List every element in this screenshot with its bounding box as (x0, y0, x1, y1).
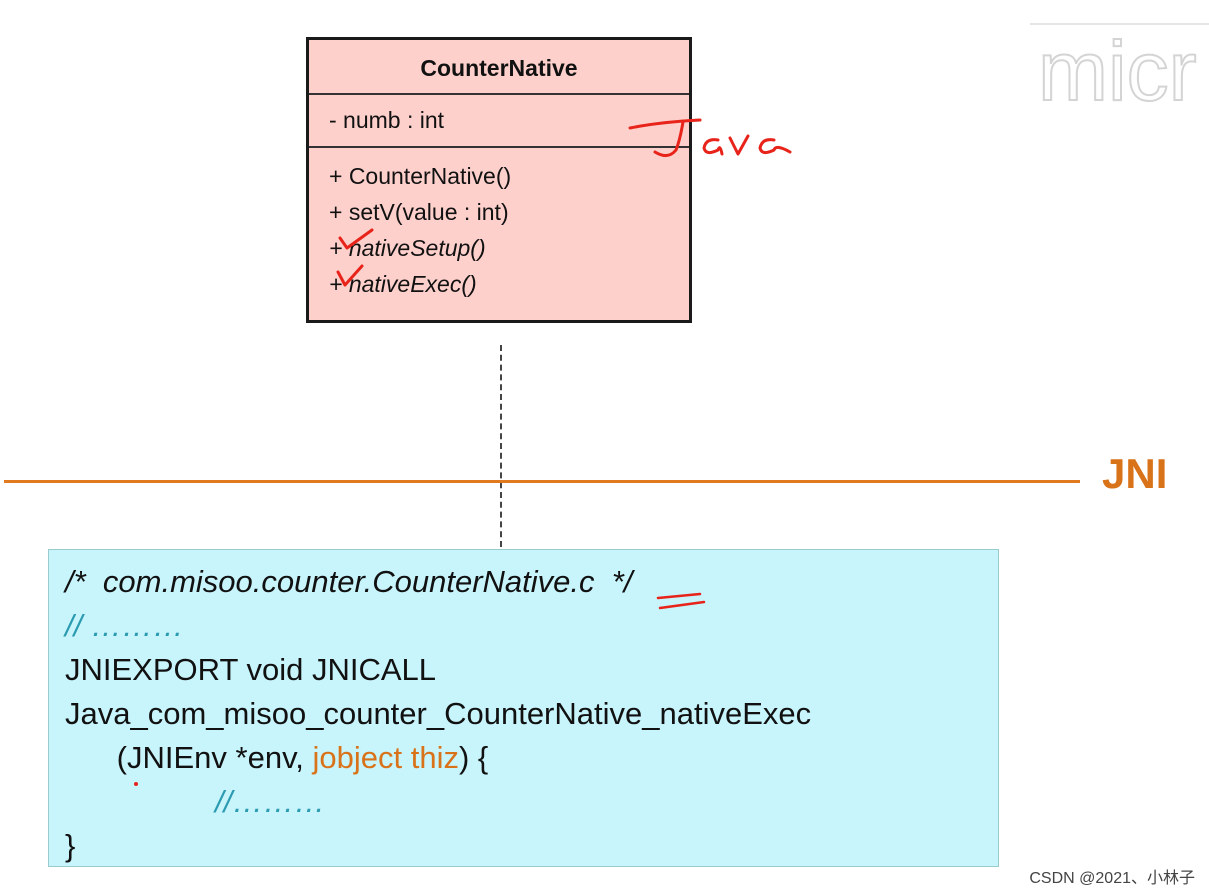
dependency-dotted-line (500, 345, 502, 547)
uml-class-box: CounterNative - numb : int + CounterNati… (306, 37, 692, 323)
class-attributes: - numb : int (309, 95, 689, 148)
code-close-brace: } (65, 828, 76, 863)
class-name: CounterNative (309, 40, 689, 95)
code-params-jobject: jobject thiz (312, 740, 459, 775)
operation-setv: + setV(value : int) (329, 199, 509, 225)
code-file-comment: /* com.misoo.counter.CounterNative.c */ (65, 564, 633, 599)
operation-constructor: + CounterNative() (329, 163, 512, 189)
watermark-logo: micr (1030, 22, 1209, 112)
code-body-comment: //……… (215, 784, 326, 819)
code-ellipsis-comment: // ……… (65, 608, 184, 643)
code-function-name: Java_com_misoo_counter_CounterNative_nat… (65, 696, 812, 731)
credit-text: CSDN @2021、小林子 (1029, 870, 1195, 887)
operation-native-setup: + nativeSetup() (329, 235, 486, 261)
code-params: (JNIEnv *env, jobject thiz) { (65, 736, 998, 780)
watermark-text: micr (1038, 24, 1197, 112)
code-params-prefix: (JNIEnv *env, (65, 740, 313, 775)
class-operations: + CounterNative() + setV(value : int) + … (309, 148, 689, 302)
native-code-box: /* com.misoo.counter.CounterNative.c */ … (48, 549, 999, 867)
code-params-suffix: ) { (458, 740, 489, 775)
jni-label: JNI (1102, 450, 1168, 497)
attribute-numb: - numb : int (329, 107, 445, 133)
code-jniexport: JNIEXPORT void JNICALL (65, 652, 436, 687)
operation-native-exec: + nativeExec() (329, 271, 477, 297)
jni-divider-line (4, 480, 1080, 483)
